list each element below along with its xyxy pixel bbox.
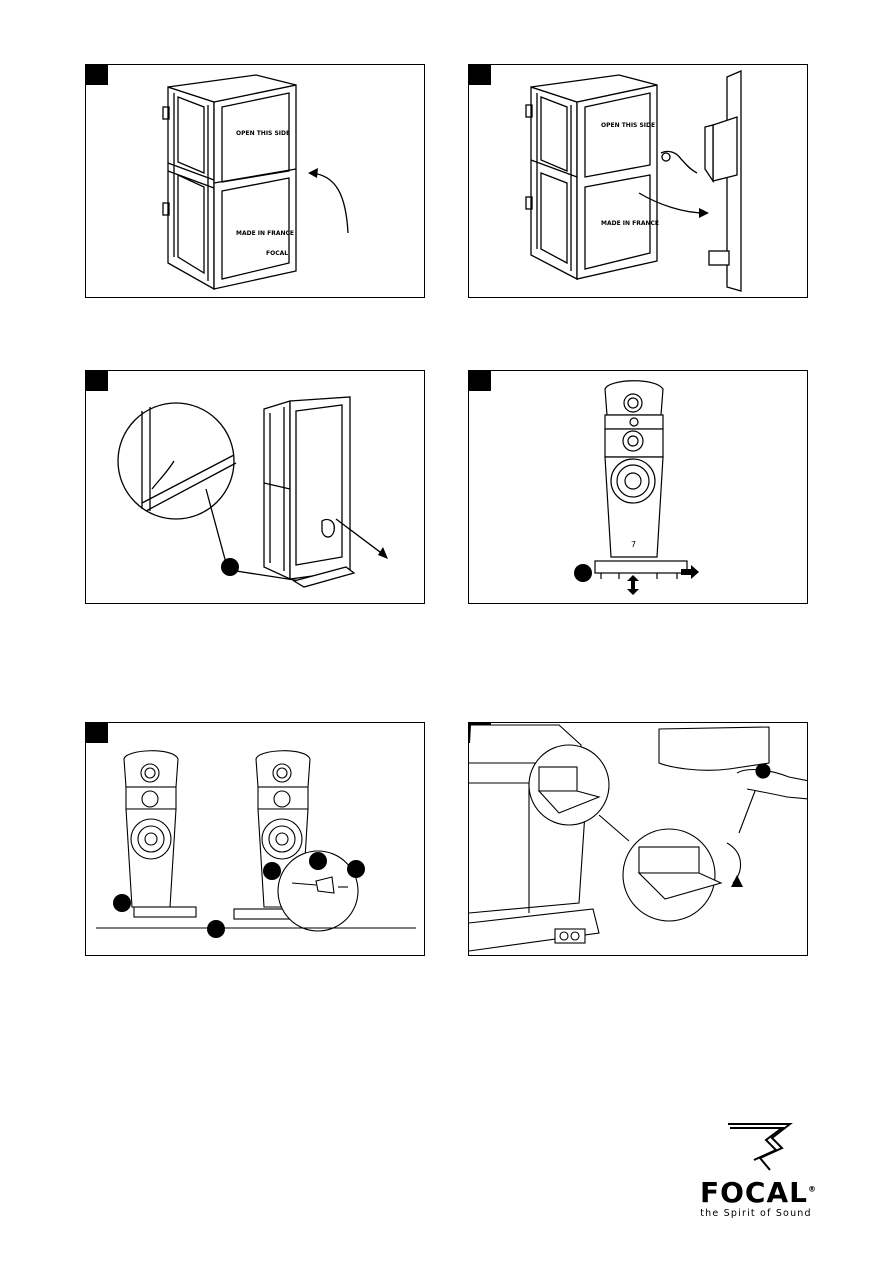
step-panel-4: 7 bbox=[468, 370, 808, 604]
svg-text:7: 7 bbox=[631, 540, 636, 549]
crate-brand-label: FOCAL bbox=[266, 250, 288, 257]
speaker-icon: 7 bbox=[574, 380, 699, 595]
crate-icon: OPEN THIS SIDE MADE IN FRANCE bbox=[525, 70, 742, 292]
step-panel-5 bbox=[85, 722, 425, 956]
crate-icon: OPEN THIS SIDE MADE IN FRANCE FOCAL bbox=[162, 74, 349, 291]
speaker-icon bbox=[469, 724, 807, 952]
crate-icon bbox=[117, 396, 388, 588]
crate-made-label: MADE IN FRANCE bbox=[236, 230, 294, 237]
speaker-icon bbox=[96, 750, 416, 938]
step-number-tab bbox=[86, 371, 108, 391]
step-number-tab bbox=[469, 65, 491, 85]
crate-open-label: OPEN THIS SIDE bbox=[236, 130, 290, 137]
step-number-tab bbox=[469, 371, 491, 391]
step-number-tab bbox=[86, 723, 108, 743]
focal-logo: FOCAL® the Spirit of Sound bbox=[700, 1118, 817, 1219]
step-panel-3 bbox=[85, 370, 425, 604]
focal-tagline: the Spirit of Sound bbox=[700, 1208, 812, 1219]
focal-wordmark: FOCAL® bbox=[700, 1176, 817, 1209]
crate-made-label: MADE IN FRANCE bbox=[601, 220, 659, 227]
crate-open-label: OPEN THIS SIDE bbox=[601, 122, 655, 129]
step-panel-1: OPEN THIS SIDE MADE IN FRANCE FOCAL bbox=[85, 64, 425, 298]
step-panel-2: OPEN THIS SIDE MADE IN FRANCE bbox=[468, 64, 808, 298]
hand-icon bbox=[660, 150, 698, 174]
focal-logo-icon bbox=[728, 1123, 793, 1171]
step-number-tab bbox=[86, 65, 108, 85]
step-panel-6 bbox=[468, 722, 808, 956]
